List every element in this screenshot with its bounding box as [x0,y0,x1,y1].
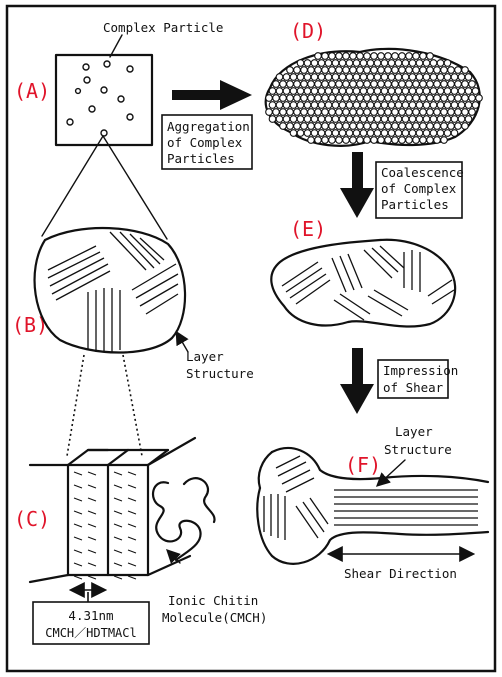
aggregation-arrow [172,80,252,110]
molecule-hatching-c [73,471,137,580]
spacing-composition: CMCH／HDTMACl [45,626,136,640]
particle-box-a [54,53,154,147]
spacing-label-box [32,601,150,645]
chitin-molecule [151,477,216,562]
shear-arrow [340,348,374,414]
stage-label-e: (E) [290,217,326,241]
layer-structure-b-line-2: Structure [186,366,254,381]
layer-hatching-e [281,245,455,321]
coalescence-line-2: of Complex [381,181,457,196]
layer-hatching-f [263,455,478,540]
layer-structure-f-line-2: Structure [384,442,452,457]
complex-particle-label: Complex Particle [103,20,223,35]
layer-structure-b-line-1: Layer [186,349,224,364]
zoom-line-right [102,135,168,240]
stage-label-a: (A) [14,79,50,103]
layer-detail-c [28,436,197,584]
shear-direction-label: Shear Direction [344,566,457,581]
layer-structure-f-line-1: Layer [395,424,433,439]
aggregate-cluster-d [264,47,481,147]
aggregate-particles-d [265,52,483,144]
ionic-chitin-line-1: Ionic Chitin [168,593,258,608]
aggregation-line-3: Particles [167,151,235,166]
coalescence-line-3: Particles [381,197,449,212]
coalesced-particle-e [270,238,457,328]
aggregation-label-box [161,114,253,170]
stage-label-f: (F) [345,453,381,477]
shear-label-box [377,359,449,399]
particle-dots-a [66,60,134,137]
coalescence-arrow [340,152,374,218]
zoom-dotted-left [66,354,85,457]
shear-line-1: Impression [383,363,458,378]
coalescence-line-1: Coalescence [381,165,464,180]
spacing-value: 4.31nm [68,608,113,623]
stage-label-c: (C) [14,507,50,531]
complex-particle-pointer [109,34,123,58]
zoom-line-left [41,135,104,237]
shear-line-2: of Shear [383,380,444,395]
coalescence-label-box [375,161,463,219]
chitin-pointer [166,549,181,564]
sheared-particle-f-cap [257,450,274,490]
figure-border [5,4,497,673]
particle-layers-b [33,226,187,354]
aggregation-line-1: Aggregation [167,119,250,134]
aggregation-line-2: of Complex [167,135,243,150]
zoom-dotted-right [122,354,143,457]
layer-hatching-b [47,231,179,352]
layer-structure-b-pointer [175,330,189,353]
layer-structure-f-pointer [375,459,406,487]
sheared-particle-f [256,447,490,565]
ionic-chitin-line-2: Molecule(CMCH) [162,610,267,625]
stage-label-d: (D) [290,19,326,43]
